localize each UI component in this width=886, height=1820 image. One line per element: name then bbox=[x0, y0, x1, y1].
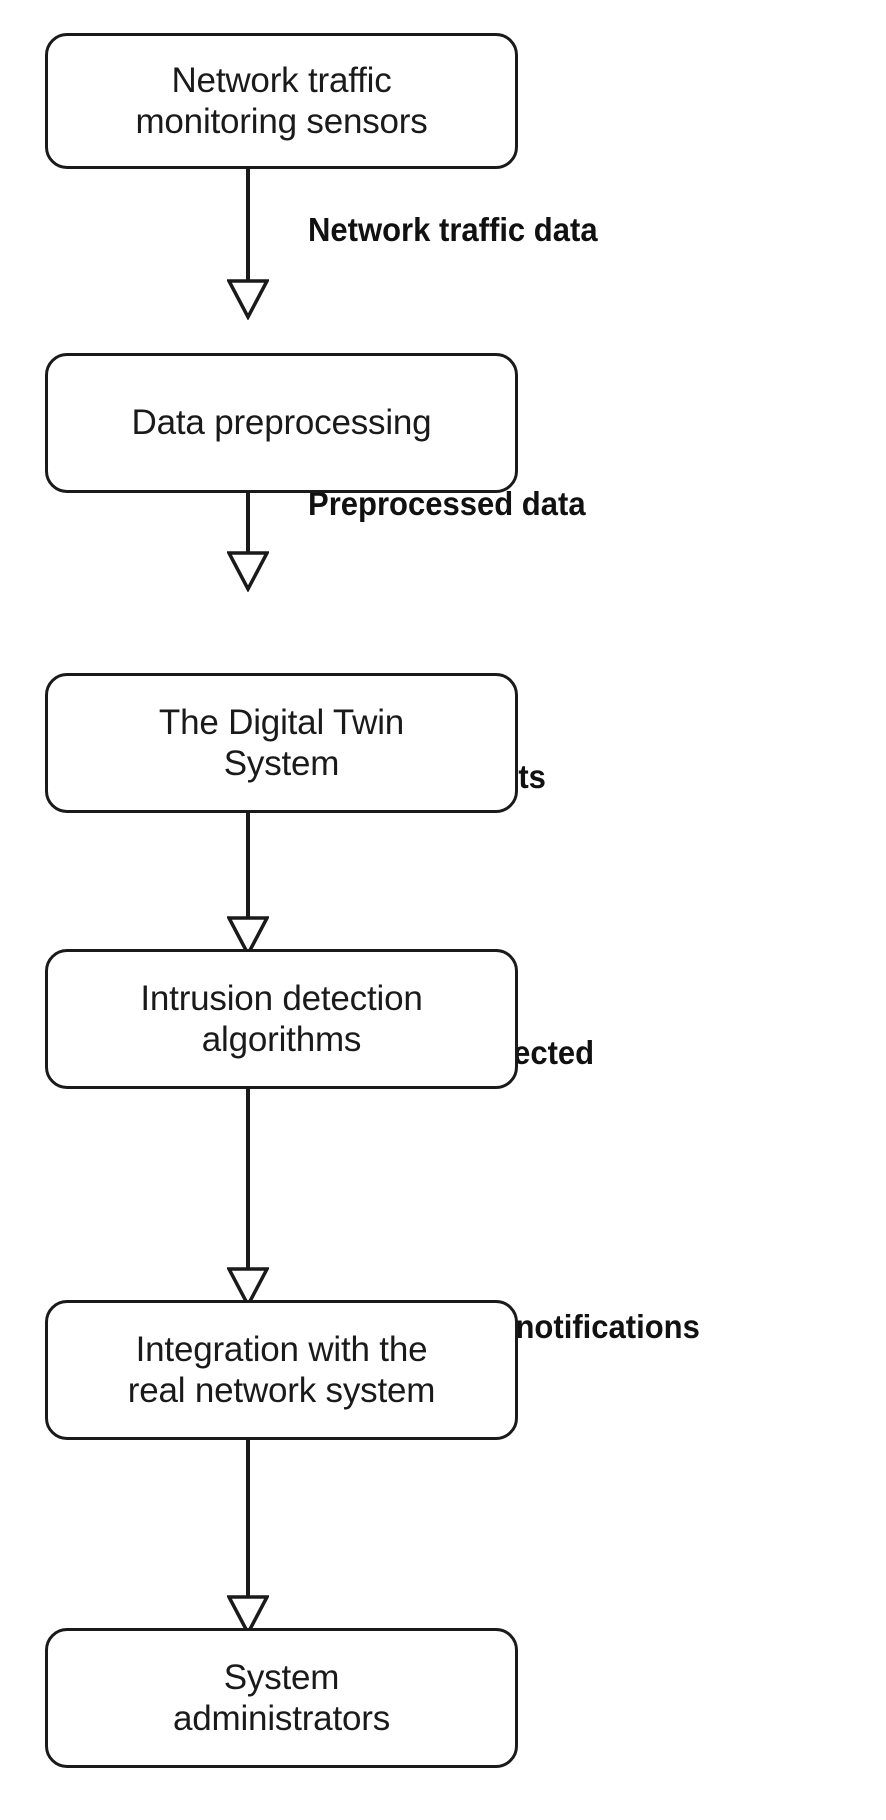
edge-arrowhead-3 bbox=[227, 916, 269, 957]
node-label: Data preprocessing bbox=[131, 403, 432, 443]
node-label: Integration with the real network system bbox=[127, 1329, 436, 1410]
edge-line-3 bbox=[246, 813, 250, 918]
node-system-administrators[interactable]: System administrators bbox=[45, 1628, 518, 1768]
edge-line-4 bbox=[246, 1089, 250, 1269]
edge-label-1: Network traffic data bbox=[308, 211, 598, 248]
node-label: Network traffic monitoring sensors bbox=[135, 60, 428, 141]
edge-arrowhead-5 bbox=[227, 1595, 269, 1636]
edge-arrowhead-2 bbox=[227, 551, 269, 592]
edge-line-5 bbox=[246, 1440, 250, 1597]
node-label: The Digital Twin System bbox=[158, 702, 405, 783]
node-intrusion-detection-algorithms[interactable]: Intrusion detection algorithms bbox=[45, 949, 518, 1089]
edge-arrowhead-4 bbox=[227, 1267, 269, 1308]
node-label: Intrusion detection algorithms bbox=[140, 978, 423, 1059]
edge-line-2 bbox=[246, 493, 250, 553]
edge-arrowhead-1 bbox=[227, 279, 269, 320]
node-integration-with-real-network-system[interactable]: Integration with the real network system bbox=[45, 1300, 518, 1440]
node-the-digital-twin-system[interactable]: The Digital Twin System bbox=[45, 673, 518, 813]
node-data-preprocessing[interactable]: Data preprocessing bbox=[45, 353, 518, 493]
node-network-traffic-monitoring-sensors[interactable]: Network traffic monitoring sensors bbox=[45, 33, 518, 169]
edge-line-1 bbox=[246, 169, 250, 281]
node-label: System administrators bbox=[173, 1657, 390, 1738]
